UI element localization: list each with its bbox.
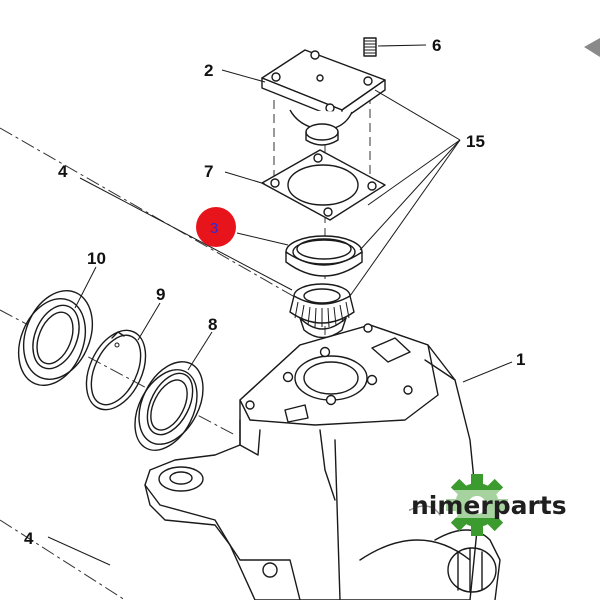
label-part-6[interactable]: 6: [432, 36, 441, 55]
watermark-logo: nimerparts: [410, 474, 567, 536]
label-part-4-lower[interactable]: 4: [24, 529, 34, 548]
label-part-8[interactable]: 8: [208, 315, 217, 334]
part-9-snap-ring[interactable]: [75, 321, 158, 419]
part-3-bearing-cup[interactable]: [285, 235, 363, 277]
leader-lines: [47, 44, 513, 566]
label-part-4-upper[interactable]: 4: [58, 162, 68, 181]
part-1-knuckle-housing[interactable]: [144, 323, 501, 600]
hotspot-label-part-3[interactable]: 3: [210, 220, 218, 237]
label-part-9[interactable]: 9: [156, 285, 165, 304]
watermark-brand-text: nimerparts: [411, 491, 567, 520]
part-2-flange-cap[interactable]: [261, 49, 386, 146]
part-7-gasket[interactable]: [261, 149, 386, 221]
label-part-10[interactable]: 10: [87, 249, 106, 268]
part-10-shaft-seal[interactable]: [6, 280, 105, 395]
label-part-2[interactable]: 2: [204, 61, 213, 80]
part-8-oil-seal[interactable]: [122, 351, 216, 460]
hotspot-marker[interactable]: [196, 207, 236, 247]
selected-part-hotspot[interactable]: 3: [196, 207, 236, 247]
label-part-15[interactable]: 15: [466, 132, 485, 151]
arrow-left-icon[interactable]: [584, 38, 600, 57]
part-6-stud-bolt[interactable]: [363, 37, 377, 57]
label-part-1[interactable]: 1: [516, 350, 525, 369]
part-labels: 2 6 7 4 10 9 8 1 15 4: [24, 36, 525, 548]
part-4-roller-bearing[interactable]: [289, 283, 355, 339]
label-part-7[interactable]: 7: [204, 162, 213, 181]
